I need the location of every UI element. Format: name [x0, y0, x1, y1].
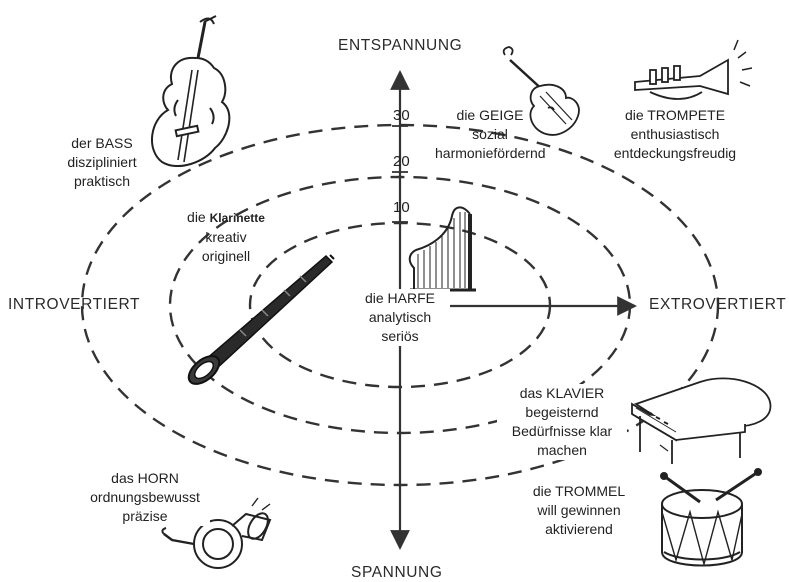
trompete-trait-2: entdeckungsfreudig: [613, 145, 737, 161]
trommel-name: die TROMMEL: [532, 483, 626, 499]
piano-icon: [631, 377, 772, 464]
harfe-trait-2: seriös: [381, 328, 419, 344]
horn-trait-1: ordnungsbewusst: [90, 489, 200, 505]
trommel-trait-1: will gewinnen: [537, 502, 621, 518]
tick-label-30: 30: [393, 107, 410, 124]
bass-trait-1: diszipliniert: [67, 154, 137, 170]
bass-trait-2: praktisch: [73, 173, 131, 189]
klarinette-trait-2: originell: [201, 248, 251, 264]
bass-name: der BASS: [71, 135, 133, 151]
axis-label-bottom: SPANNUNG: [351, 564, 443, 581]
tick-label-20: 20: [393, 153, 410, 170]
violin-icon: [502, 46, 580, 136]
harp-icon: [408, 206, 476, 292]
trommel-trait-2: aktivierend: [545, 521, 613, 537]
horn-caption: das HORN ordnungsbewusst präzise: [80, 469, 210, 526]
klavier-trait-3: machen: [537, 442, 587, 458]
bass-caption: der BASS diszipliniert praktisch: [52, 134, 152, 191]
tick-label-10: 10: [393, 199, 410, 216]
klarinette-name: Klarinette: [209, 211, 265, 225]
klavier-trait-1: begeisternd: [525, 404, 599, 420]
klarinette-prefix: die: [187, 209, 206, 225]
trommel-caption: die TROMMEL will gewinnen aktivierend: [519, 482, 639, 539]
axis-label-top: ENTSPANNUNG: [338, 37, 463, 54]
harfe-trait-1: analytisch: [368, 309, 432, 325]
geige-caption: die GEIGE sozial harmoniefördernd: [435, 106, 546, 163]
axis-label-left: INTROVERTIERT: [8, 296, 141, 313]
klarinette-name-line: die Klarinette: [166, 208, 286, 228]
harfe-name: die HARFE: [364, 290, 436, 306]
drum-icon: [660, 468, 762, 567]
klavier-name: das KLAVIER: [519, 385, 605, 401]
trompete-caption: die TROMPETE enthusiastisch entdeckungsf…: [600, 106, 750, 163]
horn-name: das HORN: [111, 470, 179, 486]
geige-trait-2: harmoniefördernd: [435, 145, 546, 161]
axis-label-right: EXTROVERTIERT: [649, 296, 787, 313]
trompete-trait-1: enthusiastisch: [630, 126, 720, 142]
klavier-trait-2: Bedürfnisse klar: [511, 423, 613, 439]
horn-trait-2: präzise: [122, 508, 168, 524]
harfe-caption: die HARFE analytisch seriös: [350, 289, 450, 346]
geige-trait-1: sozial: [472, 126, 508, 142]
trumpet-icon: [634, 39, 753, 100]
bass-icon: [150, 15, 231, 167]
klavier-caption: das KLAVIER begeisternd Bedürfnisse klar…: [497, 384, 627, 460]
horn-icon: [161, 497, 272, 569]
trompete-name: die TROMPETE: [624, 107, 726, 123]
geige-name: die GEIGE: [456, 107, 524, 123]
clarinet-icon: [187, 254, 335, 385]
klarinette-caption: die Klarinette kreativ originell: [166, 208, 286, 266]
klarinette-trait-1: kreativ: [205, 229, 247, 245]
